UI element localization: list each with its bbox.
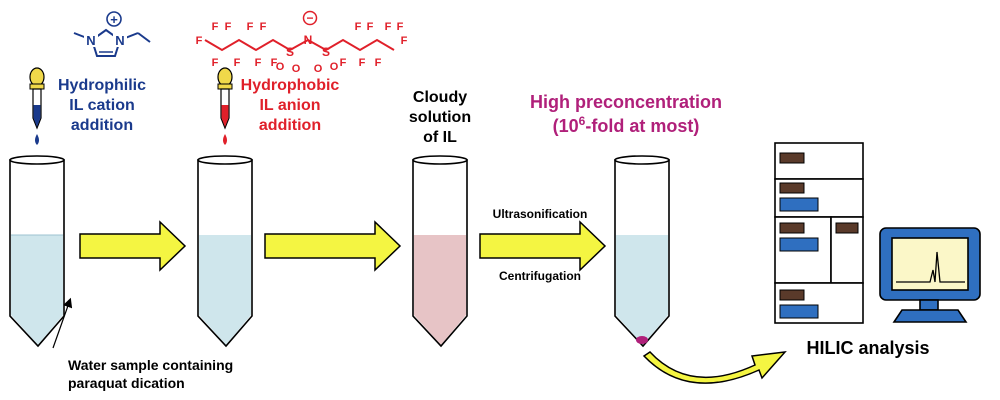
- transfer-arrow: [642, 351, 787, 384]
- nitrogen-atom: N: [304, 33, 313, 47]
- sulfur-atom: S: [322, 45, 330, 59]
- centrifuged-tube: [614, 155, 670, 348]
- sulfur-atom: S: [286, 45, 294, 59]
- sample-tube: [9, 155, 65, 348]
- fluorine-atom: F: [397, 21, 404, 33]
- monitor-icon: [879, 227, 981, 323]
- nitrogen-atom: N: [86, 33, 95, 48]
- fluorine-atom: F: [196, 35, 203, 47]
- ultrasonification-label: Ultrasonification: [493, 207, 588, 221]
- fluorine-atom: F: [225, 21, 232, 33]
- fluorine-atom: F: [359, 57, 366, 69]
- fluorine-atom: F: [385, 21, 392, 33]
- hilic-analysis-label: HILIC analysis: [806, 338, 929, 358]
- imidazolium-cation-structure: N N +: [73, 11, 151, 57]
- sample-label-line1: Water sample containing: [68, 357, 233, 373]
- centrifugation-label: Centrifugation: [499, 269, 581, 283]
- fluorine-atom: F: [367, 21, 374, 33]
- sample-tube: [197, 155, 253, 348]
- negative-charge: −: [306, 11, 313, 25]
- anion-dropper-icon: [217, 67, 233, 145]
- fluorine-atom: F: [340, 57, 347, 69]
- preconcentration-subtitle: (106-fold at most): [553, 114, 700, 136]
- fluorine-atom: F: [355, 21, 362, 33]
- cloudy-tube: [412, 155, 468, 348]
- pointer-arrow: [52, 297, 73, 349]
- fluorine-atom: F: [212, 57, 219, 69]
- cation-label-line2: IL cation: [69, 97, 135, 114]
- anion-label-line3: addition: [259, 117, 321, 134]
- fluorine-atom: F: [260, 21, 267, 33]
- process-arrow: [479, 220, 607, 272]
- cation-label-line3: addition: [71, 117, 133, 134]
- fluorine-atom: F: [375, 57, 382, 69]
- positive-charge: +: [110, 12, 118, 27]
- cloudy-label-line2: solution: [409, 109, 471, 126]
- process-arrow: [79, 220, 187, 272]
- process-arrow: [264, 220, 402, 272]
- fluorine-atom: F: [255, 57, 262, 69]
- perfluoro-anion-structure: F F F F F F F F F S O O N S O O F F F F …: [196, 10, 408, 75]
- hplc-instrument-icon: [774, 142, 864, 324]
- oxygen-atom: O: [292, 63, 301, 75]
- cation-label-line1: Hydrophilic: [58, 77, 146, 94]
- fluorine-atom: F: [271, 57, 278, 69]
- cation-dropper-icon: [29, 67, 45, 145]
- anion-label-line1: Hydrophobic: [241, 77, 340, 94]
- sample-label-line2: paraquat dication: [68, 375, 185, 391]
- cloudy-label-line1: Cloudy: [413, 89, 467, 106]
- oxygen-atom: O: [330, 61, 339, 73]
- oxygen-atom: O: [276, 61, 285, 73]
- fluorine-atom: F: [247, 21, 254, 33]
- preconcentration-title: High preconcentration: [530, 92, 722, 112]
- fluorine-atom: F: [401, 35, 408, 47]
- fluorine-atom: F: [234, 57, 241, 69]
- oxygen-atom: O: [314, 63, 323, 75]
- anion-label-line2: IL anion: [259, 97, 320, 114]
- fluorine-atom: F: [212, 21, 219, 33]
- nitrogen-atom: N: [115, 33, 124, 48]
- cloudy-label-line3: of IL: [423, 129, 457, 146]
